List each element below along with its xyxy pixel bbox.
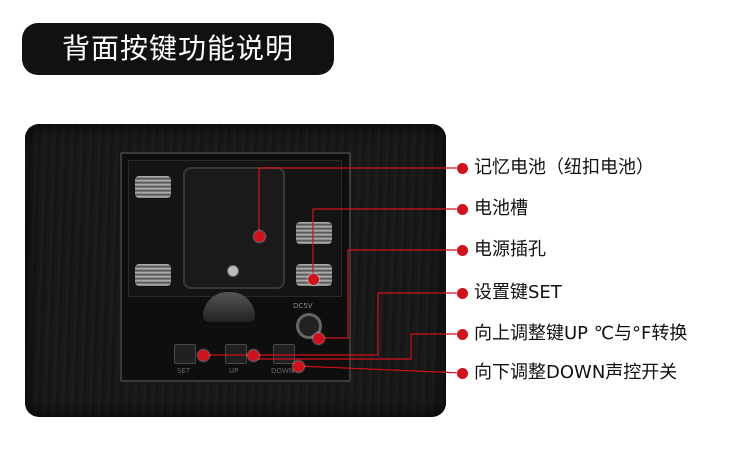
marker-dot xyxy=(198,350,209,361)
jack-label: DC5V xyxy=(293,302,313,310)
up-button-label: UP xyxy=(229,367,239,375)
spring-icon xyxy=(296,222,332,244)
set-button-label: SET xyxy=(177,367,191,375)
page-title: 背面按键功能说明 xyxy=(61,32,294,65)
label-down-key: 向下调整DOWN声控开关 xyxy=(474,362,678,383)
up-button[interactable] xyxy=(225,344,247,364)
label-memory-battery: 记忆电池（纽扣电池） xyxy=(474,157,654,178)
stand-knob xyxy=(203,292,255,322)
marker-dot xyxy=(457,368,468,379)
set-button[interactable] xyxy=(174,344,196,364)
spring-icon xyxy=(135,264,171,286)
marker-dot xyxy=(457,163,468,174)
label-battery-slot: 电池槽 xyxy=(474,198,528,219)
label-power-jack: 电源插孔 xyxy=(474,239,546,260)
screw-icon xyxy=(227,265,239,277)
marker-dot xyxy=(254,231,265,242)
label-set-key: 设置键SET xyxy=(474,282,562,303)
marker-dot xyxy=(457,204,468,215)
marker-dot xyxy=(457,329,468,340)
title-banner: 背面按键功能说明 xyxy=(22,23,334,75)
marker-dot xyxy=(248,350,259,361)
marker-dot xyxy=(457,288,468,299)
spring-icon xyxy=(135,176,171,198)
label-up-key: 向上调整键UP ℃与°F转换 xyxy=(474,323,688,344)
marker-dot xyxy=(293,361,304,372)
marker-dot xyxy=(457,245,468,256)
down-button-label: DOWN xyxy=(271,367,295,375)
marker-dot xyxy=(313,333,324,344)
marker-dot xyxy=(308,274,319,285)
